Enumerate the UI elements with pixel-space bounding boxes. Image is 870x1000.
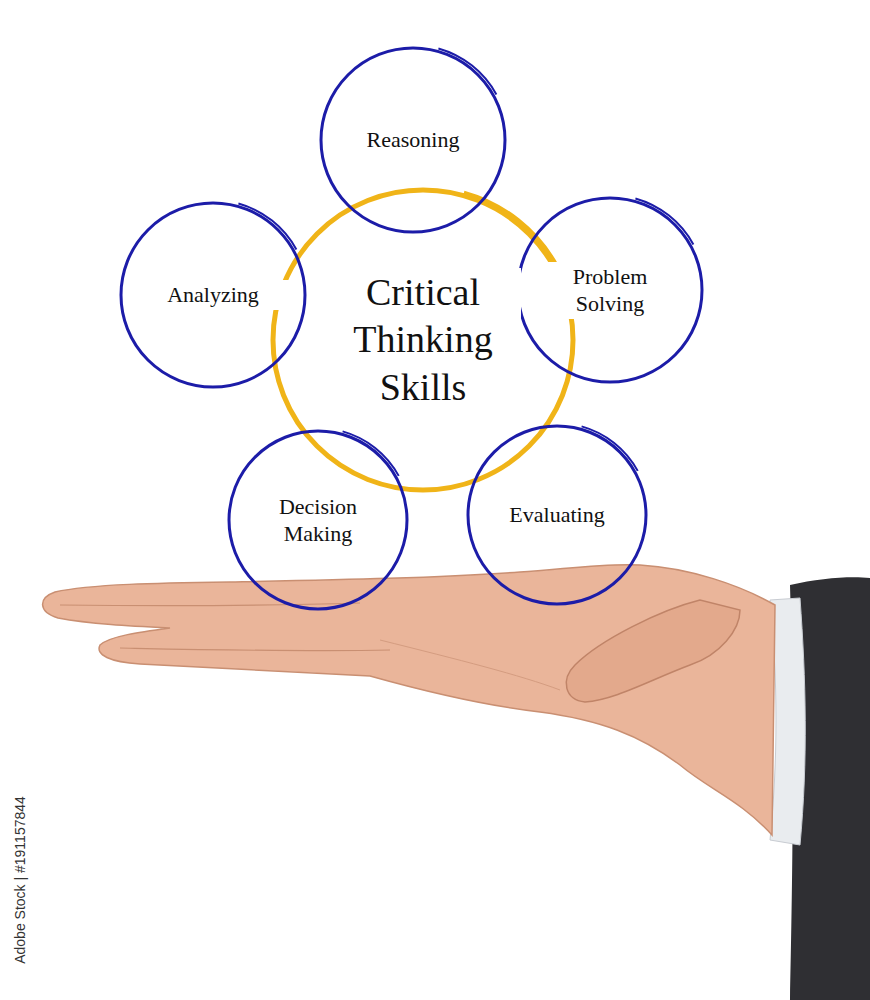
watermark: Adobe Stock | #191157844 bbox=[12, 796, 28, 964]
skill-label: Evaluating bbox=[479, 500, 635, 530]
thumb bbox=[566, 600, 740, 702]
ring-outline bbox=[518, 198, 702, 382]
skill-circle: Analyzing bbox=[118, 200, 308, 390]
ring-outline bbox=[229, 431, 407, 609]
ring-outline bbox=[121, 203, 305, 387]
finger-crease bbox=[60, 603, 360, 606]
skill-circle: Problem Solving bbox=[515, 195, 705, 385]
skill-label: Problem Solving bbox=[547, 262, 673, 319]
ring-overshoot bbox=[343, 431, 399, 476]
skill-label: Reasoning bbox=[335, 125, 491, 155]
center-title: Critical Thinking Skills bbox=[325, 268, 521, 413]
ring-overshoot bbox=[438, 48, 496, 94]
open-palm bbox=[43, 565, 775, 835]
ring-overshoot bbox=[635, 198, 693, 244]
ring-outline bbox=[468, 426, 646, 604]
skill-circle: Decision Making bbox=[226, 428, 410, 612]
ring-outline bbox=[273, 190, 573, 490]
ring-overshoot bbox=[238, 203, 296, 249]
finger-crease bbox=[120, 648, 390, 651]
skill-circle: Reasoning bbox=[318, 45, 508, 235]
ring-outline bbox=[321, 48, 505, 232]
skill-label: Analyzing bbox=[135, 280, 291, 310]
skill-label: Decision Making bbox=[255, 492, 381, 549]
skill-circle: Evaluating bbox=[465, 423, 649, 607]
ring-overshoot bbox=[582, 426, 638, 471]
palm-line bbox=[380, 640, 560, 690]
